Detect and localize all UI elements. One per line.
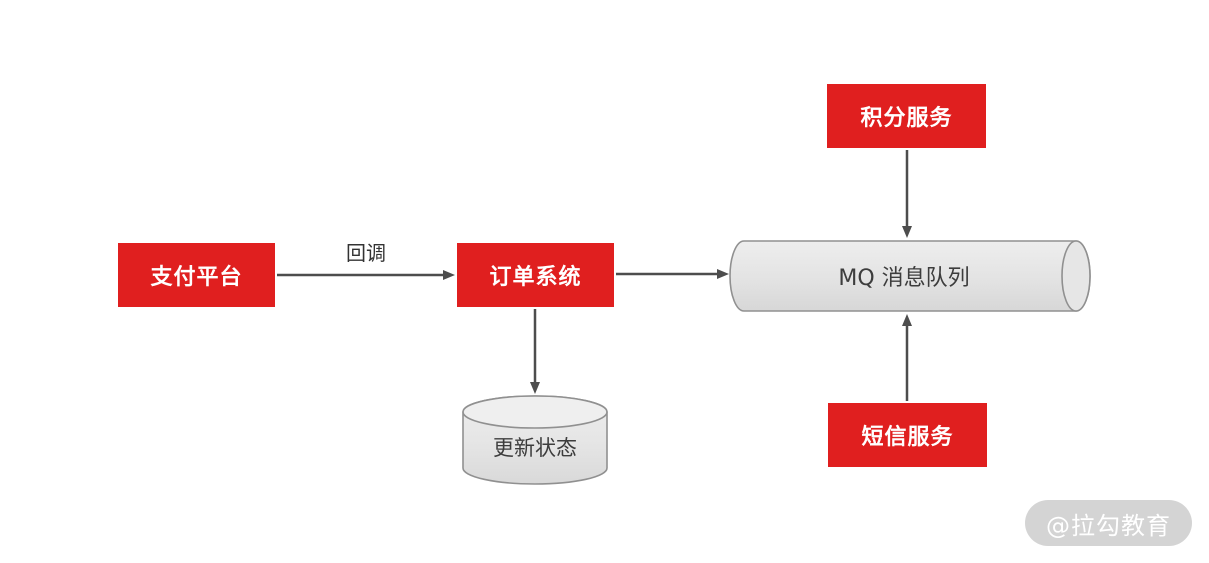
node-payment-platform: 支付平台 [118,243,275,307]
mq-cylinder-label: MQ 消息队列 [838,266,970,291]
node-order-system: 订单系统 [457,243,614,307]
watermark-text: @拉勾教育 [1046,511,1171,540]
node-order-system-label: 订单系统 [489,265,582,290]
db-cylinder-label: 更新状态 [493,436,577,460]
node-payment-platform-label: 支付平台 [150,265,243,290]
node-points-service: 积分服务 [827,84,986,148]
watermark-badge: @拉勾教育 [1025,500,1192,546]
node-sms-service: 短信服务 [828,403,987,467]
callback-edge-label: 回调 [346,241,386,265]
node-sms-service-label: 短信服务 [861,425,954,450]
node-points-service-label: 积分服务 [860,106,953,131]
